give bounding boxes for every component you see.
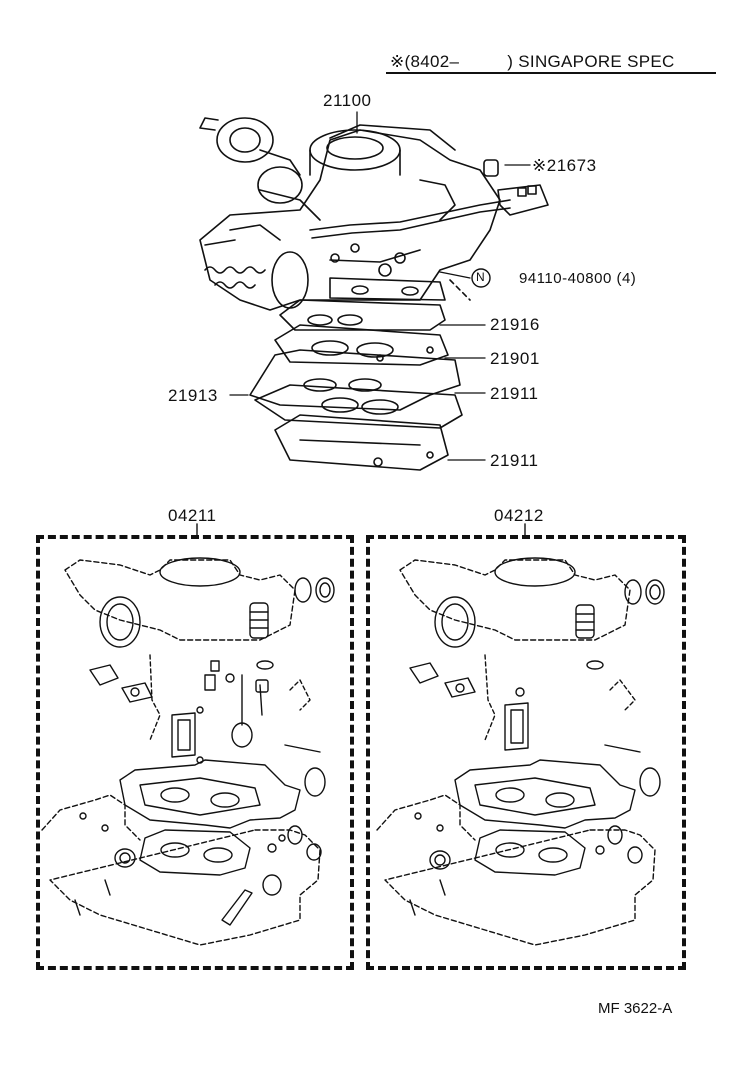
spec-header: ※(8402–) SINGAPORE SPEC <box>390 52 675 72</box>
header-underline <box>386 72 716 74</box>
callout-21901: 21901 <box>490 349 540 368</box>
callout-21913: 21913 <box>168 386 218 405</box>
kit-frame-04211 <box>36 535 354 970</box>
kit-label-04212: 04212 <box>494 506 544 525</box>
kit-frame-04212 <box>366 535 686 970</box>
kit-04212-drawing <box>376 523 665 946</box>
leader-lines <box>229 111 531 461</box>
spec-mark: ※ <box>390 52 405 71</box>
callout-21911-mid: 21911 <box>490 384 539 403</box>
kit-label-04211: 04211 <box>168 506 217 525</box>
callout-94110-40800: 94110-40800 (4) <box>519 270 637 287</box>
callout-21100: 21100 <box>323 91 372 110</box>
figure-reference: MF 3622-A <box>598 1000 673 1017</box>
spec-range-start: (8402– <box>404 52 460 71</box>
spec-name: SINGAPORE SPEC <box>518 52 675 71</box>
spec-range-end: ) <box>507 52 514 71</box>
nut-symbol: N <box>476 270 486 284</box>
callout-21911-bottom: 21911 <box>490 451 539 470</box>
kit-04211-drawing <box>41 523 335 946</box>
gasket-stack-drawing <box>249 299 463 471</box>
nut-symbol-circle <box>471 268 491 288</box>
callout-21673: ※21673 <box>532 156 597 175</box>
carburetor-assembly-drawing <box>199 117 549 311</box>
callout-21916: 21916 <box>490 315 540 334</box>
